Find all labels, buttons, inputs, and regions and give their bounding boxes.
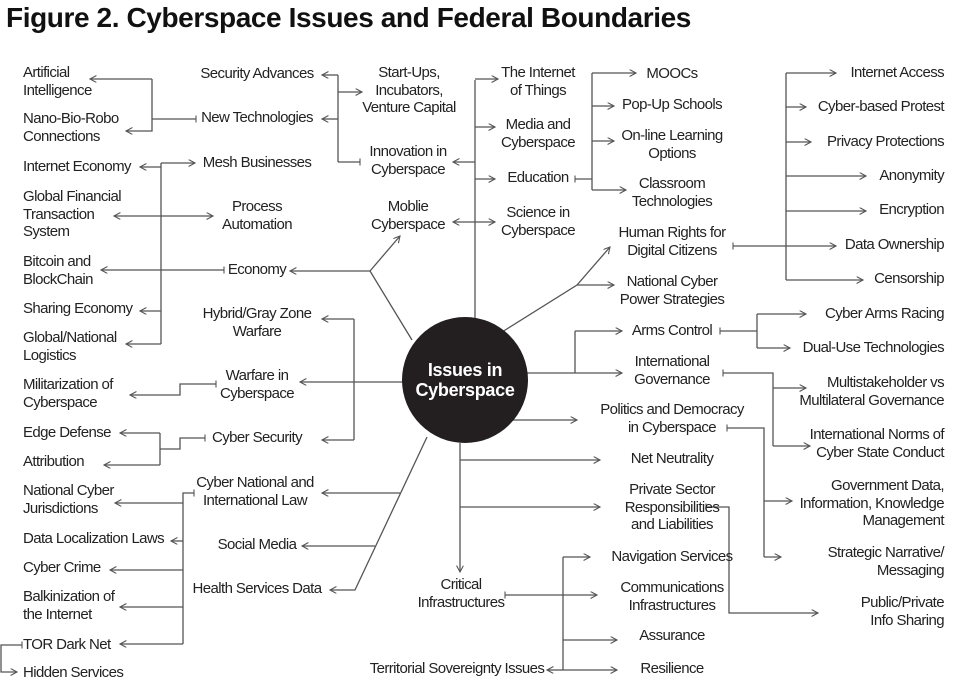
node-innovation: Innovation in Cyberspace bbox=[369, 143, 447, 178]
node-national-cyber-jurisdictions: National Cyber Jurisdictions bbox=[23, 482, 114, 517]
connector-arrow bbox=[160, 434, 206, 450]
node-politics-democracy: Politics and Democracy in Cyberspace bbox=[600, 401, 744, 436]
node-navigation-services: Navigation Services bbox=[611, 548, 733, 565]
node-economy: Economy bbox=[227, 261, 287, 278]
connector-arrow bbox=[369, 236, 400, 272]
node-multistakeholder: Multistakeholder vs Multilateral Governa… bbox=[799, 374, 944, 409]
node-health-services-data: Health Services Data bbox=[192, 580, 323, 597]
node-internet-of-things: The Internet of Things bbox=[501, 64, 575, 99]
node-sharing-economy: Sharing Economy bbox=[23, 300, 133, 317]
node-critical-infrastructures: Critical Infrastructures bbox=[417, 576, 505, 611]
connector-arrow bbox=[706, 507, 818, 613]
node-new-technologies: New Technologies bbox=[201, 109, 313, 126]
node-tor-dark-net: TOR Dark Net bbox=[23, 636, 111, 653]
node-cyber-crime: Cyber Crime bbox=[23, 559, 101, 576]
connector-arrow bbox=[722, 369, 774, 446]
node-private-sector: Private Sector Responsibilities and Liab… bbox=[624, 481, 720, 533]
node-edge-defense: Edge Defense bbox=[23, 424, 111, 441]
node-warfare-in-cyberspace: Warfare in Cyberspace bbox=[219, 367, 295, 402]
node-science-in-cyberspace: Science in Cyberspace bbox=[500, 204, 576, 239]
node-assurance: Assurance bbox=[639, 627, 705, 644]
node-public-private-info-sharing: Public/Private Info Sharing bbox=[860, 594, 945, 629]
node-attribution: Attribution bbox=[23, 453, 85, 470]
hub-label: Issues in Cyberspace bbox=[415, 360, 515, 400]
node-process-automation: Process Automation bbox=[222, 198, 292, 233]
node-government-data: Government Data, Information, Knowledge … bbox=[799, 477, 945, 529]
connector-arrow bbox=[130, 384, 216, 395]
node-balkinization: Balkinization of the Internet bbox=[23, 588, 115, 623]
node-resilience: Resilience bbox=[640, 660, 704, 677]
node-strategic-narrative: Strategic Narrative/ Messaging bbox=[827, 544, 945, 579]
connector-arrow bbox=[0, 645, 22, 672]
node-cyber-security: Cyber Security bbox=[212, 429, 303, 446]
node-encryption: Encryption bbox=[879, 201, 944, 218]
connector-arrow bbox=[369, 270, 413, 341]
node-bitcoin: Bitcoin and BlockChain bbox=[23, 253, 93, 288]
node-internet-access: Internet Access bbox=[850, 64, 944, 81]
figure-title: Figure 2. Cyberspace Issues and Federal … bbox=[6, 2, 691, 33]
node-dual-use-technologies: Dual-Use Technologies bbox=[802, 339, 945, 356]
node-social-media: Social Media bbox=[217, 536, 297, 553]
node-classroom-technologies: Classroom Technologies bbox=[631, 175, 713, 210]
node-cyber-based-protest: Cyber-based Protest bbox=[817, 98, 945, 115]
node-international-governance: International Governance bbox=[634, 353, 710, 388]
node-cyber-arms-racing: Cyber Arms Racing bbox=[824, 305, 945, 322]
node-cyber-national-international-law: Cyber National and International Law bbox=[196, 474, 314, 509]
node-nano-bio-robo: Nano-Bio-Robo Connections bbox=[23, 110, 119, 145]
node-artificial-intelligence: Artificial Intelligence bbox=[23, 64, 92, 99]
node-militarization: Militarization of Cyberspace bbox=[23, 376, 113, 411]
node-human-rights: Human Rights for Digital Citizens bbox=[618, 224, 726, 259]
node-mesh-businesses: Mesh Businesses bbox=[202, 154, 312, 171]
node-logistics: Global/National Logistics bbox=[23, 329, 117, 364]
node-pop-up-schools: Pop-Up Schools bbox=[622, 96, 723, 113]
node-online-learning: On-line Learning Options bbox=[621, 127, 723, 162]
node-territorial-sovereignty: Territorial Sovereignty Issues bbox=[369, 660, 545, 677]
node-national-cyber-power: National Cyber Power Strategies bbox=[619, 273, 725, 308]
node-data-ownership: Data Ownership bbox=[844, 236, 945, 253]
node-moocs: MOOCs bbox=[646, 65, 698, 82]
node-anonymity: Anonymity bbox=[879, 167, 944, 184]
node-hidden-services: Hidden Services bbox=[23, 664, 124, 681]
node-privacy-protections: Privacy Protections bbox=[827, 133, 945, 150]
node-arms-control: Arms Control bbox=[631, 322, 713, 339]
node-startups: Start-Ups, Incubators, Venture Capital bbox=[362, 64, 456, 116]
node-data-localization: Data Localization Laws bbox=[23, 530, 165, 547]
connector-arrow bbox=[330, 436, 428, 590]
node-media-and-cyberspace: Media and Cyberspace bbox=[500, 116, 576, 151]
node-censorship: Censorship bbox=[874, 270, 944, 287]
central-hub-issues-in-cyberspace: Issues in Cyberspace bbox=[402, 317, 528, 443]
connector-arrow bbox=[726, 424, 765, 557]
connector-arrow bbox=[126, 79, 153, 131]
connector-arrow bbox=[501, 247, 610, 333]
node-hybrid-warfare: Hybrid/Gray Zone Warfare bbox=[202, 305, 312, 340]
node-global-financial-transaction: Global Financial Transaction System bbox=[23, 188, 122, 240]
node-net-neutrality: Net Neutrality bbox=[630, 450, 714, 467]
node-internet-economy: Internet Economy bbox=[23, 158, 132, 175]
node-security-advances: Security Advances bbox=[200, 65, 314, 82]
node-international-norms: International Norms of Cyber State Condu… bbox=[809, 426, 945, 461]
connector-arrow bbox=[182, 489, 195, 644]
node-mobile-cyberspace: Moblie Cyberspace bbox=[370, 198, 446, 233]
node-education: Education bbox=[507, 169, 569, 186]
node-communications-infrastructures: Communications Infrastructures bbox=[620, 579, 724, 614]
